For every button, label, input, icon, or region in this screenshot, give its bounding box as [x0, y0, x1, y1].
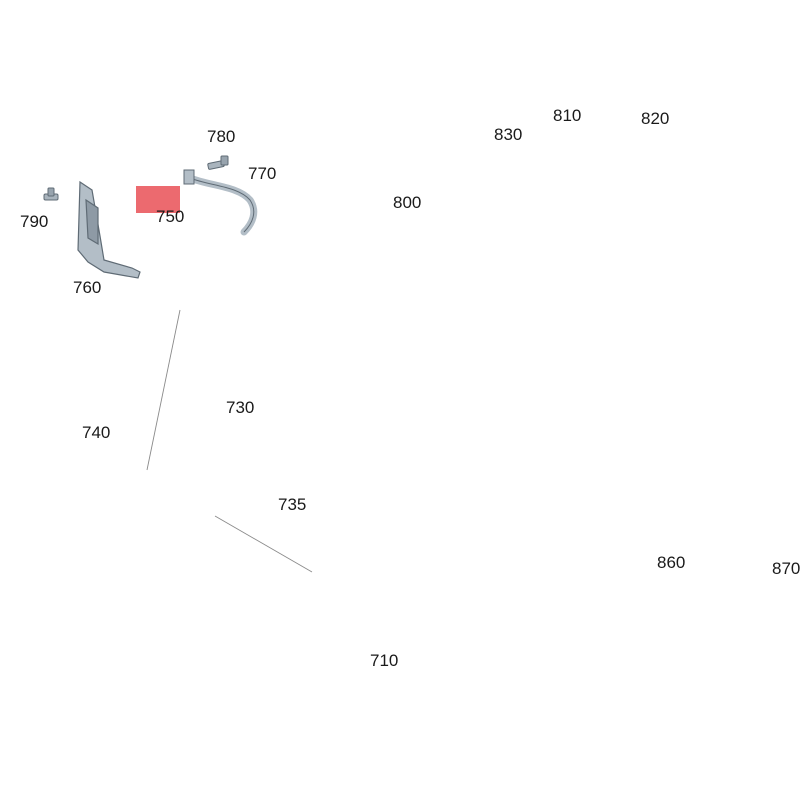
- part-750-highlight: [136, 186, 180, 213]
- label-750: 750: [156, 207, 185, 226]
- leader-lines: [146, 309, 313, 573]
- label-730: 730: [226, 398, 255, 417]
- part-760-bracket: [77, 180, 141, 279]
- part-770-clamp: [183, 169, 258, 236]
- part-780-bolt: [207, 155, 229, 170]
- label-780: 780: [207, 127, 236, 146]
- label-790: 790: [20, 212, 49, 231]
- label-800: 800: [393, 193, 422, 212]
- label-740: 740: [82, 423, 111, 442]
- label-710: 710: [370, 651, 399, 670]
- part-790-bolt: [43, 187, 59, 201]
- label-870: 870: [772, 559, 800, 578]
- label-820: 820: [641, 109, 670, 128]
- label-760: 760: [73, 278, 102, 297]
- label-860: 860: [657, 553, 686, 572]
- label-810: 810: [553, 106, 582, 125]
- label-830: 830: [494, 125, 523, 144]
- label-770: 770: [248, 164, 277, 183]
- label-735: 735: [278, 495, 307, 514]
